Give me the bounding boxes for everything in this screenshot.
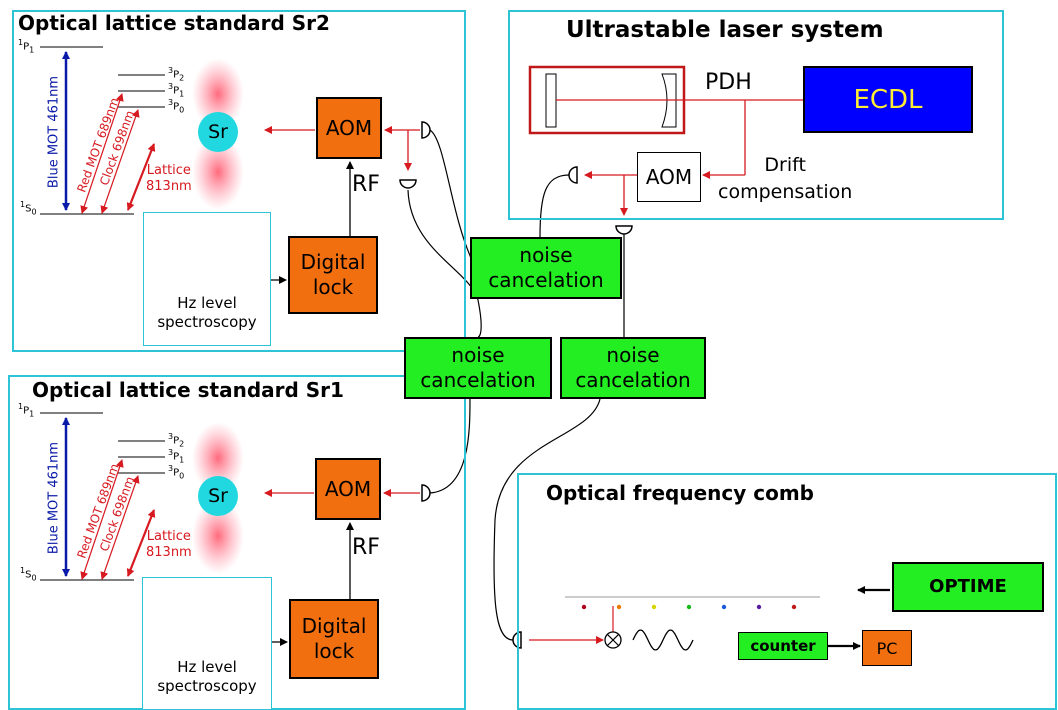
sr2-lattice-beam-top — [192, 58, 244, 130]
comb-marker-dot — [721, 604, 727, 610]
comb-marker-dot — [686, 604, 692, 610]
drift-fiber-coupler — [568, 166, 578, 184]
optime-box: OPTIME — [892, 562, 1044, 612]
laser-system-title: Ultrastable laser system — [566, 17, 884, 43]
fiber-link-drift-to-noise — [539, 174, 570, 238]
sr1-level-1s0: 1S0 — [20, 566, 37, 583]
cavity-curved-mirror — [661, 73, 677, 128]
comb-marker-dot — [616, 604, 622, 610]
fiber-link-comb-to-noise — [493, 398, 601, 641]
sr2-title: Optical lattice standard Sr2 — [18, 11, 330, 35]
ecdl-box: ECDL — [803, 66, 973, 133]
comb-marker-dot — [791, 604, 797, 610]
sr2-rf-label: RF — [352, 172, 380, 197]
comb-panel — [517, 473, 1057, 710]
sr2-panel — [12, 10, 466, 352]
sr2-lattice-arrow — [126, 143, 156, 211]
sr1-spectroscopy-box — [142, 577, 272, 710]
sr1-lattice-beam-top — [192, 422, 244, 494]
counter-box: counter — [738, 632, 828, 660]
comb-marker-dot — [756, 604, 762, 610]
comb-marker-dot — [651, 604, 657, 610]
sr1-level-3p2: 3P2 — [168, 432, 185, 449]
pc-box: PC — [862, 630, 912, 666]
sr1-title: Optical lattice standard Sr1 — [32, 378, 344, 402]
sr1-lattice-beam-bottom — [192, 498, 244, 574]
sr2-level-3p2: 3P2 — [168, 66, 185, 83]
sr2-level-3p0: 3P0 — [168, 98, 185, 115]
sr1-blue-mot-label: Blue MOT 461nm — [46, 441, 62, 555]
pdh-label: PDH — [705, 70, 752, 95]
sr2-aom-box: AOM — [316, 97, 382, 159]
beat-note-wave — [632, 629, 694, 651]
sr2-fiber-coupler — [421, 121, 431, 139]
sr1-level-3p0: 3P0 — [168, 464, 185, 481]
sr1-level-3p1: 3P1 — [168, 448, 185, 465]
comb-title: Optical frequency comb — [546, 481, 814, 505]
sr1-atom: Sr — [198, 476, 238, 516]
laser-system-panel — [508, 10, 1004, 220]
sr2-level-1s0: 1S0 — [20, 200, 37, 217]
sr1-aom-box: AOM — [315, 458, 381, 520]
sr2-lattice-beam-bottom — [192, 134, 244, 210]
sr2-pickoff-fiber — [399, 179, 417, 189]
sr1-rf-label: RF — [352, 535, 380, 560]
sr1-clock-arrow — [100, 475, 140, 580]
sr2-clock-arrow — [100, 109, 140, 214]
sr2-blue-mot-label: Blue MOT 461nm — [46, 75, 62, 189]
sr2-level-3p1: 3P1 — [168, 82, 185, 99]
mixer-cross-2 — [606, 633, 620, 647]
sr1-level-1p1: 1P1 — [18, 402, 35, 419]
drift-aom-box: AOM — [637, 152, 701, 202]
comb-marker-dot — [581, 604, 587, 610]
sr1-fiber-coupler — [421, 484, 431, 502]
sr1-lattice-arrow — [126, 509, 156, 577]
sr2-spectroscopy-box — [143, 212, 271, 346]
sr2-atom: Sr — [198, 112, 238, 152]
main-fiber-coupler — [615, 225, 633, 235]
sr2-level-1p1: 1P1 — [18, 38, 35, 55]
